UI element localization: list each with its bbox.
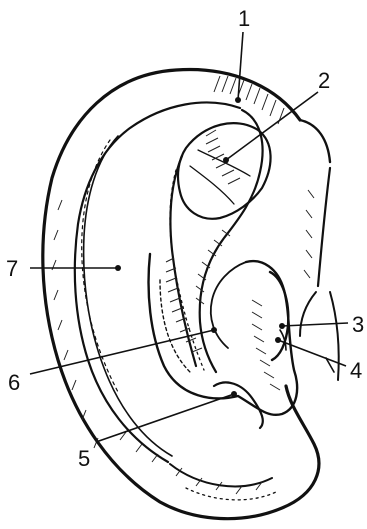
label-4: 4 [350, 358, 362, 383]
leader-4 [278, 340, 346, 366]
concha [149, 254, 298, 415]
helix-inner-fold [75, 102, 240, 462]
tragus [270, 272, 288, 360]
earlobe [170, 464, 276, 500]
label-1: 1 [238, 6, 250, 31]
cheek-lines [326, 292, 339, 380]
leader-dots [115, 97, 285, 397]
label-3: 3 [352, 312, 364, 337]
label-2: 2 [318, 68, 330, 93]
leader-3 [282, 323, 348, 326]
label-6: 6 [8, 370, 20, 395]
label-5: 5 [78, 446, 90, 471]
antitragus [214, 382, 263, 428]
leader-lines [30, 32, 348, 442]
label-7: 7 [6, 256, 18, 281]
